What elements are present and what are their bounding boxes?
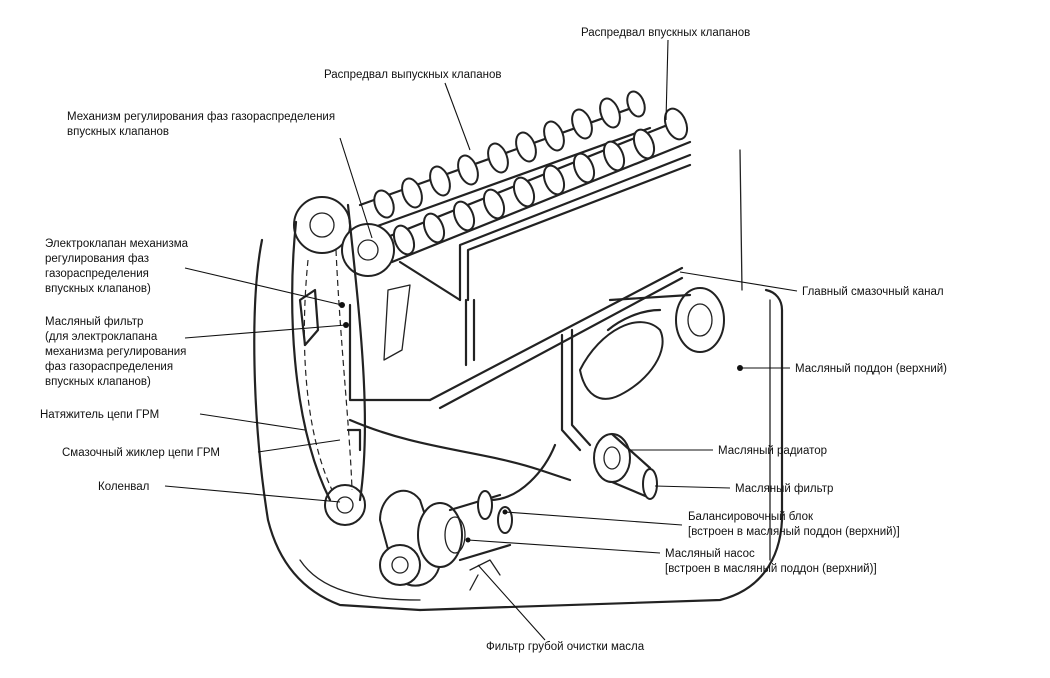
label-chain-tensioner: Натяжитель цепи ГРМ [40,409,159,421]
exhaust-camshaft [358,90,652,230]
label-vvt-mechanism: Механизм регулирования фаз газораспредел… [67,111,338,138]
balancer-and-pump [378,489,513,591]
label-strainer: Фильтр грубой очистки масла [486,641,645,653]
label-main-gallery: Главный смазочный канал [802,286,944,298]
timing-chain [291,196,411,526]
intake-camshaft [378,107,692,264]
label-crankshaft: Коленвал [98,481,149,493]
leader-lines [164,39,798,641]
labels: Распредвал впускных клапанов Распредвал … [40,27,947,653]
label-vvt-oil-filter: Масляный фильтр (для электроклапана меха… [45,316,190,388]
label-vvt-solenoid: Электроклапан механизма регулирования фа… [45,238,191,295]
engine-block-outline [253,149,784,612]
oil-passages [346,153,692,502]
label-oil-pump: Масляный насос [встроен в масляный поддо… [665,548,877,575]
oil-cooler [593,432,658,500]
label-exhaust-camshaft: Распредвал выпускных клапанов [324,69,502,81]
label-oil-pan-upper: Масляный поддон (верхний) [795,363,947,375]
label-intake-camshaft: Распредвал впускных клапанов [581,27,750,39]
label-oil-filter: Масляный фильтр [735,483,833,495]
label-chain-jet: Смазочный жиклер цепи ГРМ [62,447,220,459]
label-oil-cooler: Масляный радиатор [718,445,827,457]
crankshaft-section [578,287,725,400]
label-balancer: Балансировочный блок [встроен в масляный… [688,511,900,538]
